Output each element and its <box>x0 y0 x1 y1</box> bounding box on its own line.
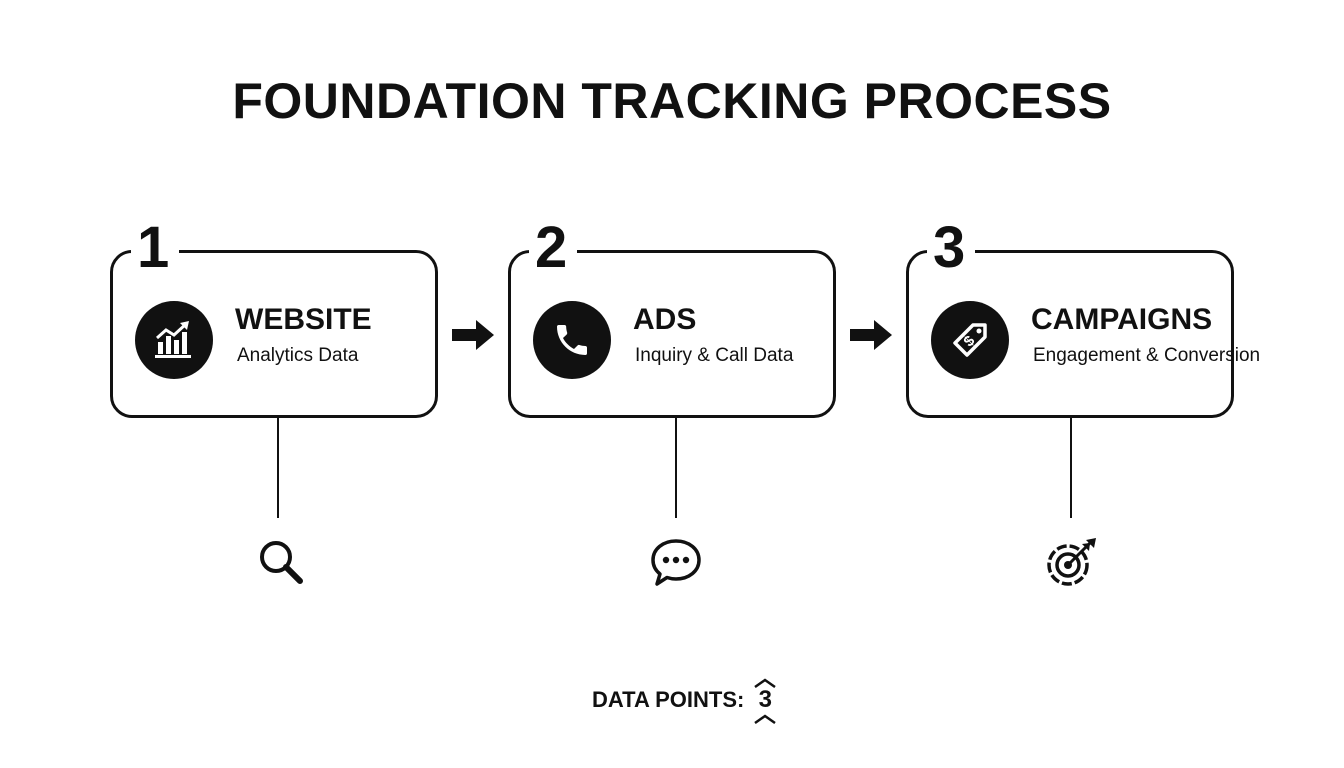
step-subtitle: Analytics Data <box>237 345 359 366</box>
price-tag-dollar-icon: $ <box>953 323 987 357</box>
data-points-count: 3 <box>752 678 778 724</box>
magnifier-icon <box>260 541 303 584</box>
chevron-up-icon <box>754 678 777 688</box>
data-points-label: DATA POINTS: <box>592 687 745 712</box>
step-icon-badge <box>533 301 611 379</box>
step-icon-badge <box>135 301 213 379</box>
step-number: 3 <box>927 219 976 277</box>
step-title: CAMPAIGNS <box>1031 303 1213 336</box>
step-card-website: 1 WEBSITE Analytics Data <box>110 219 438 418</box>
connector-line <box>1070 418 1072 518</box>
phone-icon <box>557 325 587 355</box>
data-points-count-value: 3 <box>758 686 773 713</box>
page-title: FOUNDATION TRACKING PROCESS <box>232 73 1112 129</box>
step-number: 1 <box>131 219 180 277</box>
step-title: ADS <box>633 303 697 336</box>
chevron-up-icon <box>754 714 777 724</box>
connector-line <box>675 418 677 518</box>
connector-line <box>277 418 279 518</box>
step-subtitle: Inquiry & Call Data <box>635 345 794 366</box>
target-arrow-icon <box>1047 538 1096 586</box>
bar-chart-trend-icon <box>155 321 191 358</box>
step-icon-badge: $ <box>931 301 1009 379</box>
right-arrow-icon <box>850 320 892 350</box>
chat-bubble-icon <box>651 539 701 586</box>
right-arrow-icon <box>452 320 494 350</box>
step-subtitle: Engagement & Conversion <box>1033 345 1261 366</box>
step-card-campaigns: 3 $ CAMPAIGNS Engagement & Conversion <box>906 219 1260 418</box>
step-title: WEBSITE <box>235 303 372 336</box>
step-card-ads: 2 ADS Inquiry & Call Data <box>508 219 836 418</box>
data-points-summary: DATA POINTS: 3 <box>592 678 778 724</box>
step-number: 2 <box>529 219 578 277</box>
